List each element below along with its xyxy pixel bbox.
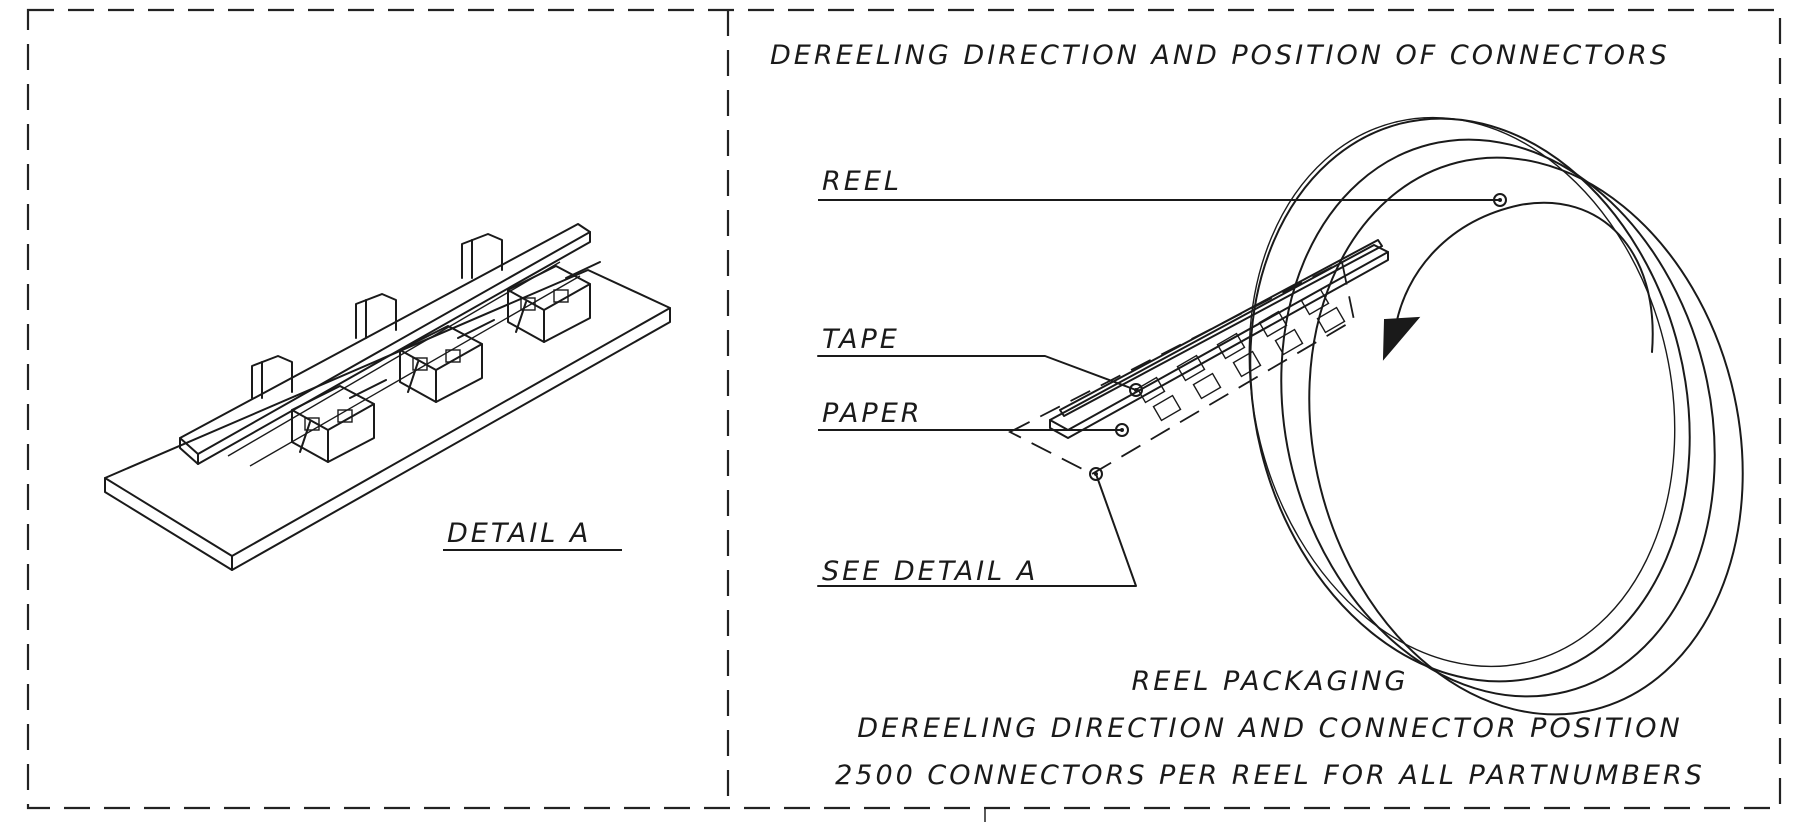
reel-connectors: [1136, 288, 1346, 422]
connector-2: [399, 319, 495, 403]
reel-illustration: [1248, 116, 1744, 716]
reel-tape-strip: [1008, 239, 1389, 476]
callout-see-detail-label: SEE DETAIL A: [822, 556, 1038, 587]
callout-reel-label: REEL: [822, 166, 902, 197]
drawing-frame: [26, 8, 1782, 822]
detail-a-label: DETAIL A: [447, 518, 591, 549]
caption-line-2: DEREELING DIRECTION AND CONNECTOR POSITI…: [857, 713, 1682, 744]
callout-paper: PAPER: [818, 398, 1129, 437]
dereeling-direction-arrow: [1394, 201, 1654, 353]
caption-line-1: REEL PACKAGING: [1132, 666, 1409, 697]
diagram-title: DEREELING DIRECTION AND POSITION OF CONN…: [770, 40, 1670, 71]
callout-see-detail-a: SEE DETAIL A: [817, 467, 1137, 587]
dereeling-arrowhead: [1382, 316, 1421, 361]
caption-block: REEL PACKAGING DEREELING DIRECTION AND C…: [835, 666, 1705, 791]
caption-line-3: 2500 CONNECTORS PER REEL FOR ALL PARTNUM…: [835, 760, 1705, 791]
detail-a-boundary: [1008, 260, 1356, 476]
callout-tape-label: TAPE: [822, 324, 900, 355]
connector-1: [291, 379, 387, 463]
connector-3: [507, 261, 601, 343]
callout-reel: REEL: [818, 166, 1507, 207]
callout-tape: TAPE: [817, 324, 1143, 397]
detail-a-illustration: [104, 223, 671, 571]
callout-paper-label: PAPER: [822, 398, 923, 429]
tape-clips: [251, 233, 503, 399]
